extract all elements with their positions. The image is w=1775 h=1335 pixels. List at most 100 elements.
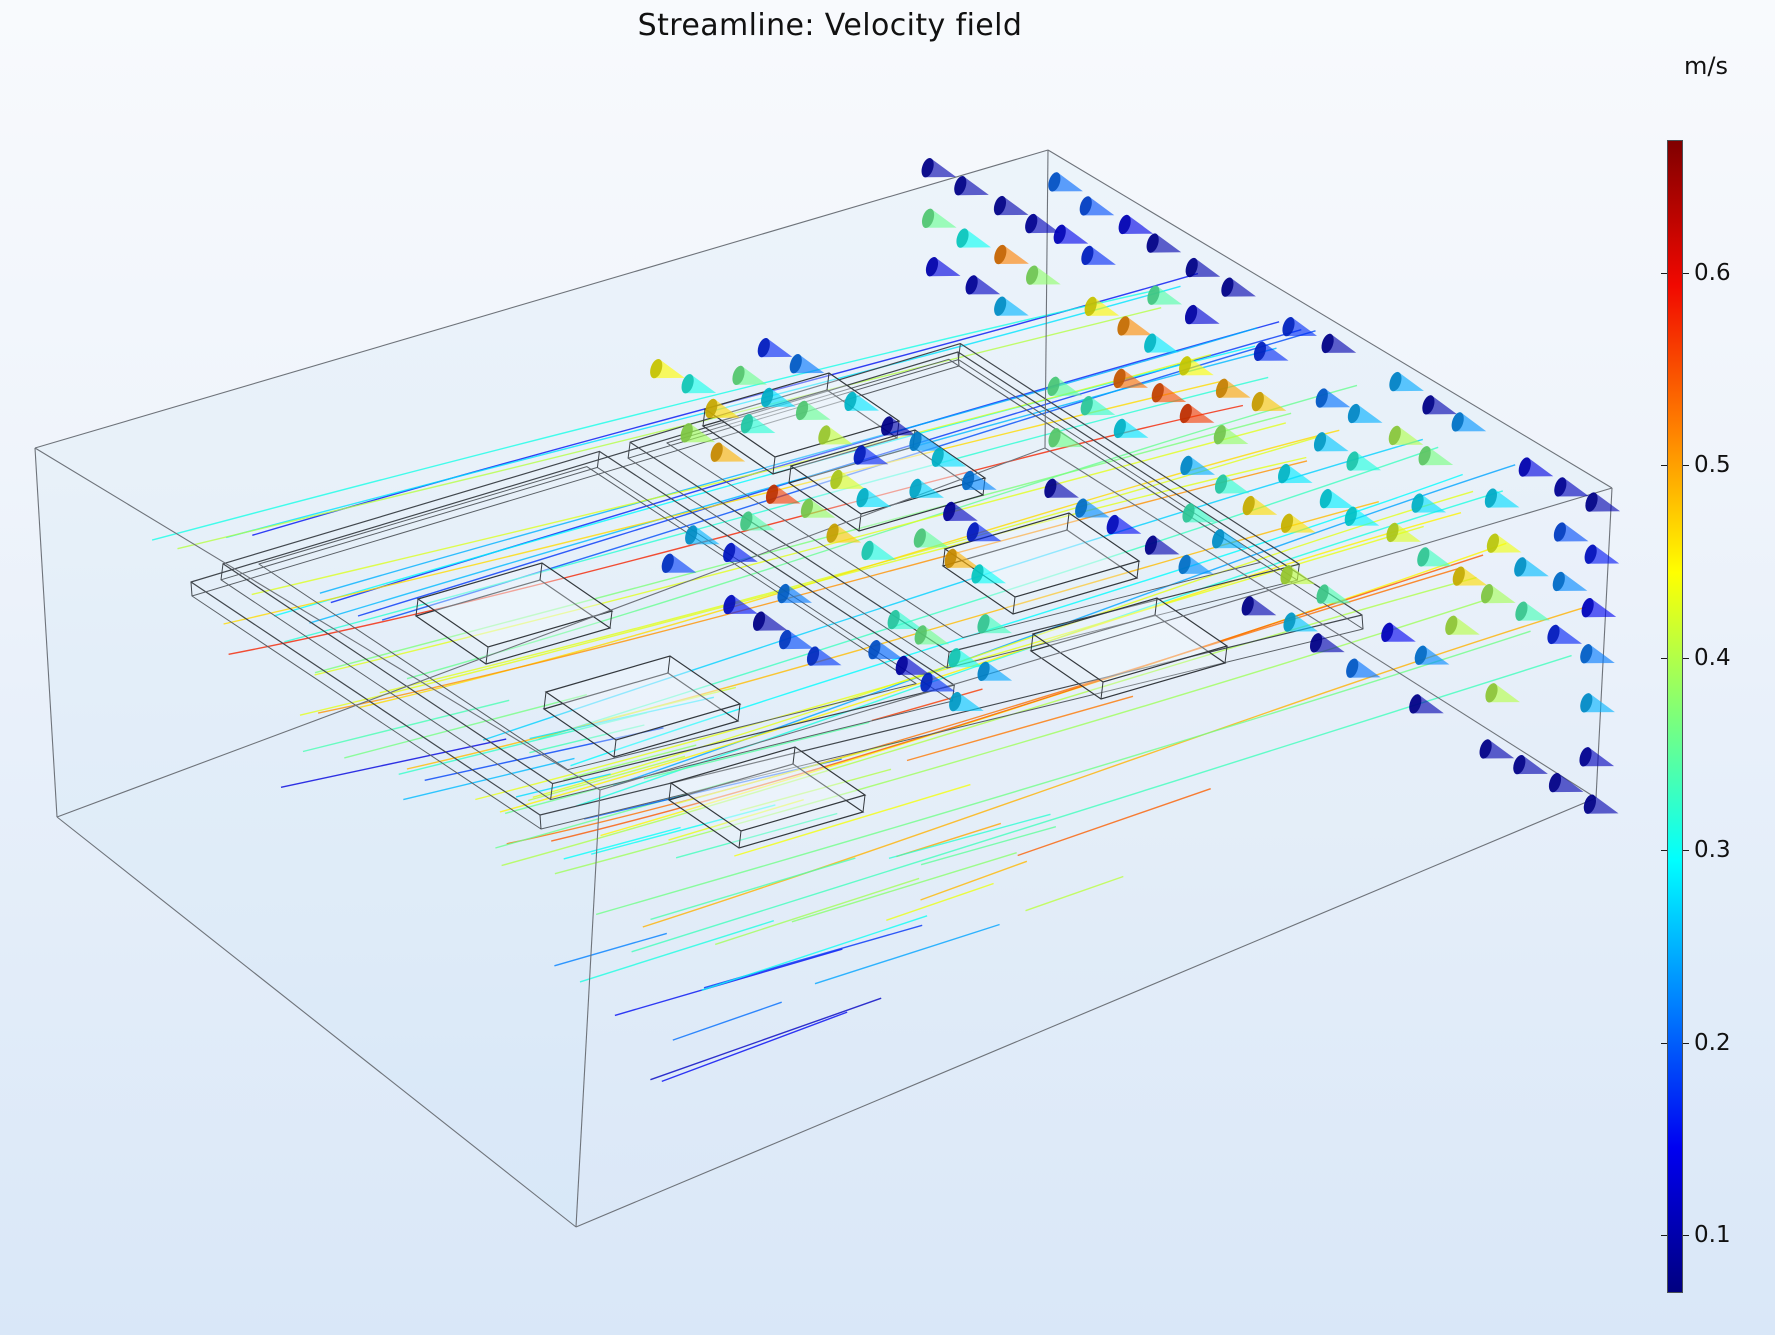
velocity-cone [1583, 794, 1619, 814]
plot-title: Streamline: Velocity field [637, 8, 1023, 43]
duct-edge [56, 447, 1046, 818]
streamline-segment [515, 773, 611, 798]
velocity-cone [887, 609, 923, 630]
velocity-cone [881, 416, 916, 436]
velocity-cone [1106, 514, 1142, 535]
velocity-cone [1242, 495, 1278, 516]
velocity-cone [965, 275, 1001, 295]
colorbar-tick-mark [1683, 1043, 1689, 1044]
velocity-cone [921, 208, 957, 228]
velocity-cone [1283, 612, 1318, 632]
duct-edge [1047, 149, 1613, 489]
chip-edge [772, 456, 776, 475]
duct-face [35, 448, 600, 1227]
velocity-cone [1081, 245, 1116, 266]
streamline [319, 327, 1258, 594]
velocity-cone [1213, 425, 1249, 445]
streamline-segment [579, 920, 775, 983]
velocity-cone [1048, 172, 1083, 192]
velocity-cone [993, 195, 1029, 216]
velocity-cone [1113, 368, 1148, 389]
streamline-segment [814, 923, 1000, 985]
duct-face-tints [35, 150, 1612, 1227]
chip-edge [1154, 597, 1158, 616]
velocity-cone [1080, 395, 1116, 416]
chip-edge [702, 408, 706, 427]
streamline-segment [614, 948, 843, 1017]
velocity-cone [765, 484, 801, 504]
streamline [314, 422, 1286, 676]
pcb-wire [539, 814, 542, 830]
velocity-cone [1241, 596, 1277, 616]
velocity-cone [830, 469, 865, 490]
velocity-cone [1144, 333, 1179, 353]
duct-edge [34, 149, 1049, 449]
velocity-cone [1389, 371, 1424, 392]
streamline [631, 654, 1572, 953]
velocity-cone [789, 354, 825, 374]
velocity-cone [680, 423, 716, 443]
colorbar-tick-mark [1683, 465, 1689, 466]
streamline-segment [563, 826, 681, 860]
streamline [223, 381, 1220, 625]
velocity-cone [1386, 522, 1421, 543]
colorbar-tick-label: 0.6 [1694, 260, 1731, 286]
streamline-segment [701, 915, 928, 991]
chip-edge [737, 703, 741, 722]
velocity-cone [806, 646, 842, 666]
velocity-cone [977, 661, 1013, 681]
streamline-segment [527, 755, 686, 802]
velocity-cone [931, 447, 967, 467]
velocity-cone [909, 431, 944, 452]
velocity-cone [1347, 403, 1383, 424]
velocity-cone [1580, 644, 1615, 664]
velocity-cone [954, 176, 989, 196]
velocity-cone [1319, 488, 1355, 509]
colorbar-tick-label: 0.3 [1694, 837, 1731, 863]
velocity-cone [962, 470, 997, 491]
streamline [151, 289, 1155, 541]
velocity-cone [740, 511, 775, 531]
colorbar-gradient [1667, 140, 1683, 1293]
streamline-segment [1025, 875, 1124, 912]
streamline-segment [661, 1011, 848, 1083]
velocity-cone [943, 501, 978, 522]
streamline-segment [888, 813, 1051, 859]
velocity-cone [1585, 492, 1621, 512]
velocity-cone [1212, 529, 1247, 549]
chip-edge [792, 746, 796, 765]
streamline-segment [739, 768, 892, 812]
velocity-cone [1048, 428, 1084, 448]
streamline [314, 412, 1292, 674]
velocity-cone [1346, 658, 1381, 678]
streamline [570, 473, 1463, 767]
colorbar-tick-label: 0.5 [1694, 452, 1731, 478]
streamline-segment [920, 860, 1028, 901]
velocity-cone [949, 691, 984, 712]
velocity-cone [1422, 395, 1457, 415]
velocity-cone [1113, 418, 1149, 439]
streamline-segment [676, 740, 904, 805]
colorbar-tick-mark [1661, 658, 1667, 659]
duct-edge [56, 816, 577, 1228]
colorbar-tick-mark [1683, 850, 1689, 851]
velocity-cone [1282, 316, 1317, 337]
velocity-cone [1452, 566, 1488, 586]
duct-edge [1595, 487, 1613, 799]
streamline-segment [672, 1001, 782, 1041]
streamline-segment [1017, 788, 1211, 857]
streamline-segment [906, 695, 1134, 762]
colorbar-tick-mark [1661, 465, 1667, 466]
velocity-cone [1117, 316, 1152, 336]
colorbar-tick-mark [1661, 273, 1667, 274]
streamline [499, 512, 1462, 813]
velocity-cone [1417, 547, 1452, 567]
colorbar-tick-label: 0.1 [1694, 1222, 1731, 1248]
streamline [532, 490, 1474, 798]
streamline-segment [675, 812, 838, 859]
colorbar-tick-mark [1661, 850, 1667, 851]
streamline-segment [920, 826, 1057, 866]
velocity-cone [1179, 403, 1215, 424]
velocity-cone [856, 487, 892, 508]
